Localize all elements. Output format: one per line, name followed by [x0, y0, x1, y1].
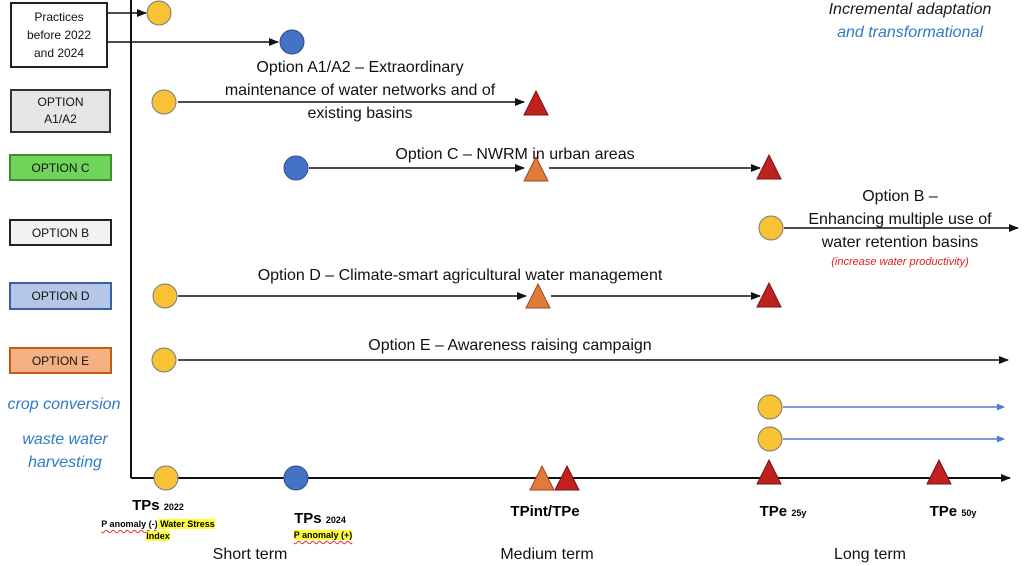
crop-conversion-label: crop conversion: [7, 396, 121, 413]
waste-water-label-line1: waste water: [22, 431, 108, 448]
short-term-label: Short term: [212, 546, 288, 563]
option-b-note: (increase water productivity): [831, 256, 969, 268]
orange-triangle-tpint: [529, 464, 555, 491]
orange-triangle-option-c: [523, 155, 549, 182]
tps-2022-sub: 2022: [163, 502, 184, 512]
option-b-label: Option B – Enhancing multiple use of wat…: [780, 185, 1020, 270]
option-a-label: Option A1/A2 – Extraordinary maintenance…: [190, 56, 530, 125]
tpe-50-main: TPe: [929, 503, 958, 520]
red-triangle-tpe50: [926, 458, 952, 485]
legend-option-a: OPTION A1/A2: [10, 89, 111, 133]
legend-practices-line3: and 2024: [33, 46, 85, 60]
blue-circle-tps2024: [283, 465, 309, 491]
option-d-label: Option D – Climate-smart agricultural wa…: [257, 267, 663, 284]
title-line-1: Incremental adaptation: [828, 1, 992, 18]
tps-2022-note-strike: P anomaly (-): [101, 519, 158, 529]
long-term-label: Long term: [833, 546, 907, 563]
tps-2022-label: TPs 2022: [118, 497, 198, 514]
legend-option-a-line2: A1/A2: [44, 112, 77, 126]
tps-2022-note: P anomaly (-) Water Stress Index: [88, 518, 228, 542]
tps-2024-main: TPs: [294, 510, 322, 527]
tps-2024-sub: 2024: [325, 515, 346, 525]
option-b-label-line2: Enhancing multiple use of: [808, 211, 992, 228]
yellow-circle-waste: [757, 426, 783, 452]
tpe-50-label: TPe 50y: [918, 503, 988, 520]
legend-practices: Practices before 2022 and 2024: [10, 2, 108, 68]
tpe-25-main: TPe: [759, 503, 788, 520]
yellow-circle-crop: [757, 394, 783, 420]
medium-term-label: Medium term: [500, 546, 594, 563]
option-c-label: Option C – NWRM in urban areas: [395, 146, 635, 163]
tps-2022-note-rest: Water Stress: [157, 519, 215, 529]
red-triangle-option-d: [756, 281, 782, 308]
title-line-2: and transformational: [837, 24, 983, 41]
option-b-label-line1: Option B –: [862, 188, 938, 205]
legend-option-c: OPTION C: [9, 154, 112, 181]
tpe-50-sub: 50y: [961, 508, 977, 518]
yellow-circle-option-a: [151, 89, 177, 115]
tps-2024-label: TPs 2024: [280, 510, 360, 527]
tps-2022-main: TPs: [132, 497, 160, 514]
red-triangle-option-c: [756, 153, 782, 180]
tps-2022-note-line2: Index: [146, 531, 170, 541]
legend-option-d: OPTION D: [9, 282, 112, 310]
tpint-label: TPint/TPe: [510, 503, 580, 520]
blue-circle-2024-top: [279, 29, 305, 55]
red-triangle-option-a: [523, 89, 549, 116]
legend-option-b: OPTION B: [9, 219, 112, 246]
tps-2024-note-text: P anomaly (+): [293, 530, 353, 540]
legend-practices-line1: Practices: [34, 10, 84, 24]
tpe-25-sub: 25y: [791, 508, 807, 518]
legend-option-e: OPTION E: [9, 347, 112, 374]
blue-circle-option-c: [283, 155, 309, 181]
yellow-circle-option-e: [151, 347, 177, 373]
option-a-label-line1: Option A1/A2 – Extraordinary: [256, 59, 464, 76]
orange-triangle-option-d: [525, 282, 551, 309]
tpe-25-label: TPe 25y: [748, 503, 818, 520]
yellow-circle-tps2022: [153, 465, 179, 491]
red-triangle-tpe-medium: [554, 464, 580, 491]
option-b-label-line3: water retention basins: [821, 234, 979, 251]
yellow-circle-option-d: [152, 283, 178, 309]
tps-2024-note: P anomaly (+): [283, 530, 363, 540]
waste-water-label-line2: harvesting: [28, 454, 102, 471]
option-e-label: Option E – Awareness raising campaign: [368, 337, 652, 354]
option-a-label-line2: maintenance of water networks and of: [224, 82, 496, 99]
legend-option-a-line1: OPTION: [37, 95, 84, 109]
yellow-circle-practices: [146, 0, 172, 26]
yellow-circle-option-b: [758, 215, 784, 241]
legend-practices-line2: before 2022: [26, 28, 92, 42]
option-a-label-line3: existing basins: [307, 105, 413, 122]
red-triangle-tpe25: [756, 458, 782, 485]
